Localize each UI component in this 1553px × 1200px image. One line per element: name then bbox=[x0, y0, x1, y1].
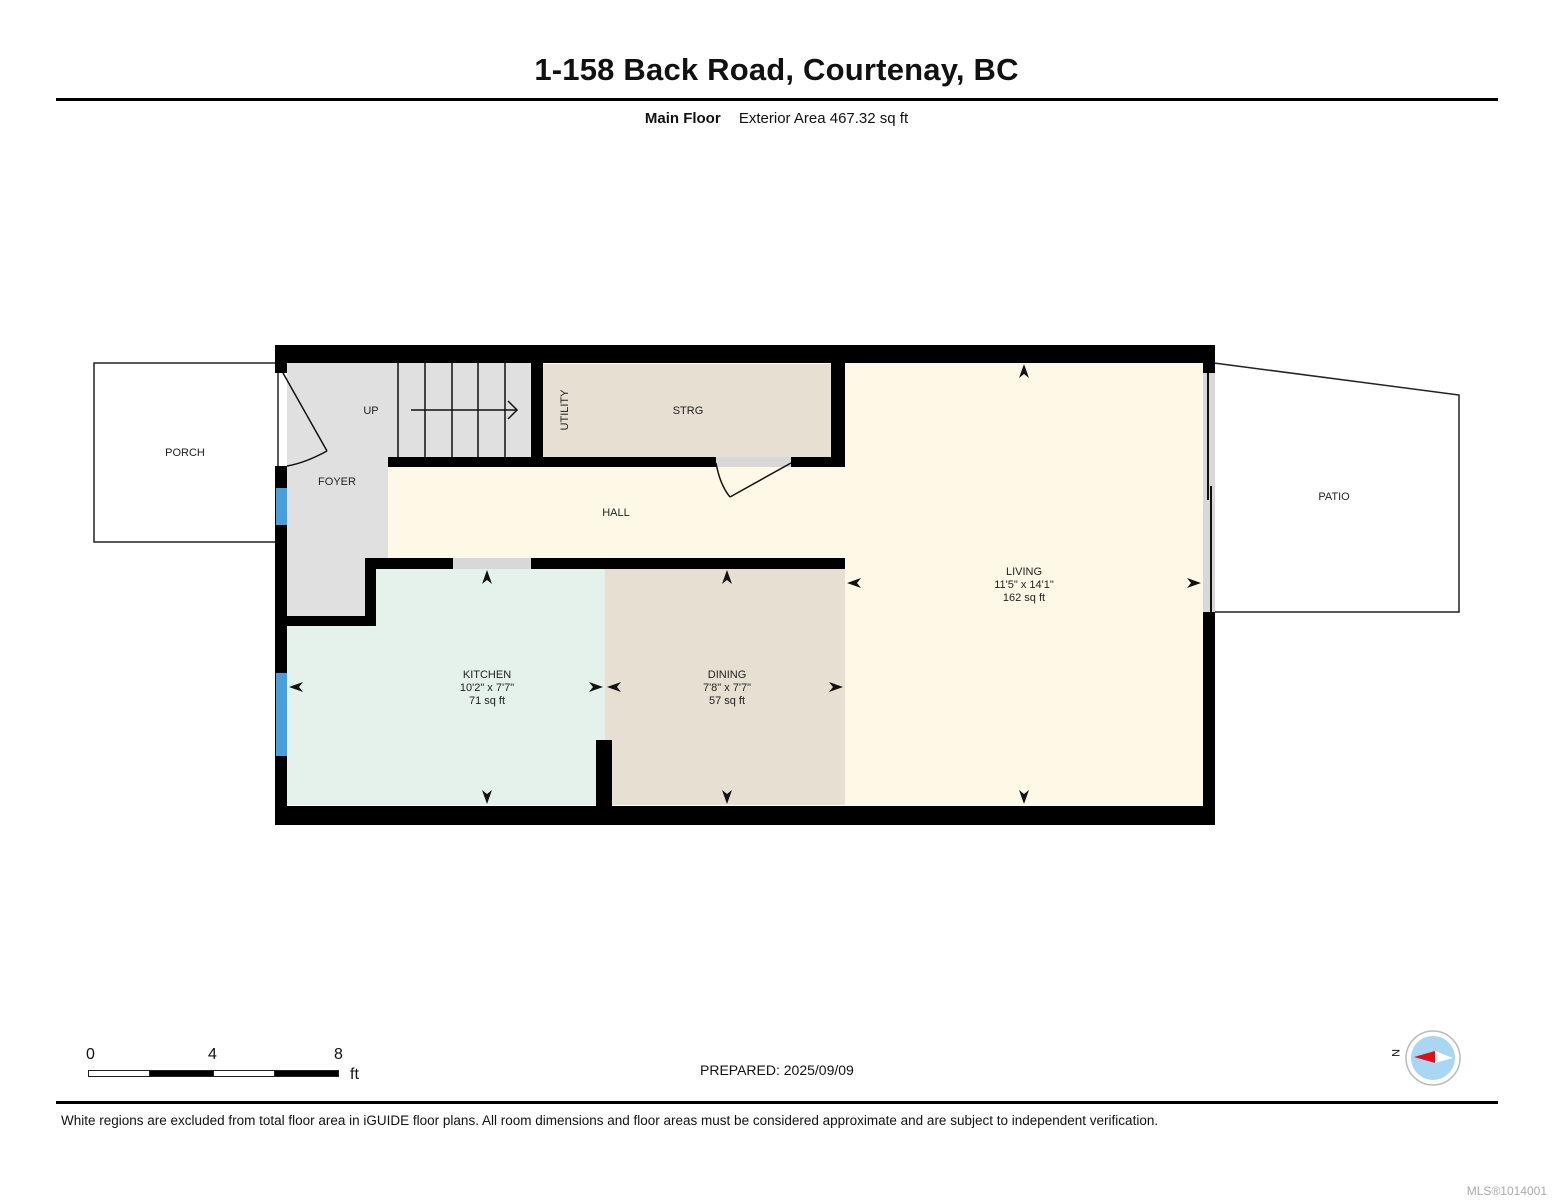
storage-area bbox=[543, 364, 831, 457]
kitchen-area bbox=[287, 569, 605, 805]
porch-label: PORCH bbox=[165, 447, 205, 459]
living-area-text: 162 sq ft bbox=[1003, 592, 1045, 604]
hall-label: HALL bbox=[602, 507, 630, 519]
compass-n-label: N bbox=[1390, 1049, 1401, 1057]
footer-divider bbox=[56, 1101, 1498, 1104]
scale-tick-8: 8 bbox=[334, 1046, 343, 1063]
floor-name: Main Floor bbox=[644, 110, 721, 127]
dining-dims: 7'8" x 7'7" bbox=[703, 682, 751, 694]
kitchen-label: KITCHEN bbox=[463, 669, 511, 681]
mls-number: MLS®1014001 bbox=[1466, 1184, 1547, 1198]
scale-unit: ft bbox=[350, 1066, 359, 1083]
scale-bar: 0 4 8 ft bbox=[86, 1046, 376, 1086]
storage-door-icon bbox=[715, 462, 792, 498]
north-compass-icon: N bbox=[1390, 1030, 1461, 1086]
kitchen-dims: 10'2" x 7'7" bbox=[460, 682, 514, 694]
stairs-label: UP bbox=[363, 405, 378, 417]
kitchen-opening bbox=[453, 558, 531, 569]
living-label: LIVING bbox=[1006, 566, 1042, 578]
patio-label: PATIO bbox=[1318, 491, 1350, 503]
stair-direction-arrow-icon bbox=[411, 400, 519, 420]
walls bbox=[275, 345, 1215, 825]
kitchen-area-text: 71 sq ft bbox=[469, 695, 505, 707]
floor-subtitle: Main Floor Exterior Area 467.32 sq ft bbox=[0, 110, 1553, 127]
hall-area bbox=[388, 466, 846, 558]
storage-door-opening bbox=[716, 457, 791, 467]
scale-tick-0: 0 bbox=[86, 1046, 95, 1063]
foyer-label: FOYER bbox=[318, 476, 356, 488]
living-dims: 11'5" x 14'1" bbox=[994, 579, 1054, 591]
living-area bbox=[845, 362, 1203, 805]
dimension-arrows bbox=[289, 364, 1201, 804]
page-title: 1-158 Back Road, Courtenay, BC bbox=[534, 52, 1019, 87]
foyer-area bbox=[287, 363, 398, 616]
storage-label: STRG bbox=[673, 405, 704, 417]
porch-area bbox=[93, 362, 279, 543]
dining-label: DINING bbox=[708, 669, 747, 681]
disclaimer-text: White regions are excluded from total fl… bbox=[61, 1113, 1159, 1128]
utility-label: UTILITY bbox=[559, 389, 571, 431]
foyer-window bbox=[276, 488, 287, 525]
entry-door-icon bbox=[282, 372, 328, 467]
dining-area-text: 57 sq ft bbox=[709, 695, 745, 707]
scale-tick-4: 4 bbox=[208, 1046, 217, 1063]
kitchen-window bbox=[276, 673, 287, 756]
exterior-area: Exterior Area 467.32 sq ft bbox=[738, 110, 909, 127]
patio-area bbox=[1213, 362, 1460, 613]
prepared-date: PREPARED: 2025/09/09 bbox=[700, 1062, 854, 1078]
header-divider bbox=[56, 98, 1498, 101]
dining-area bbox=[605, 569, 845, 805]
